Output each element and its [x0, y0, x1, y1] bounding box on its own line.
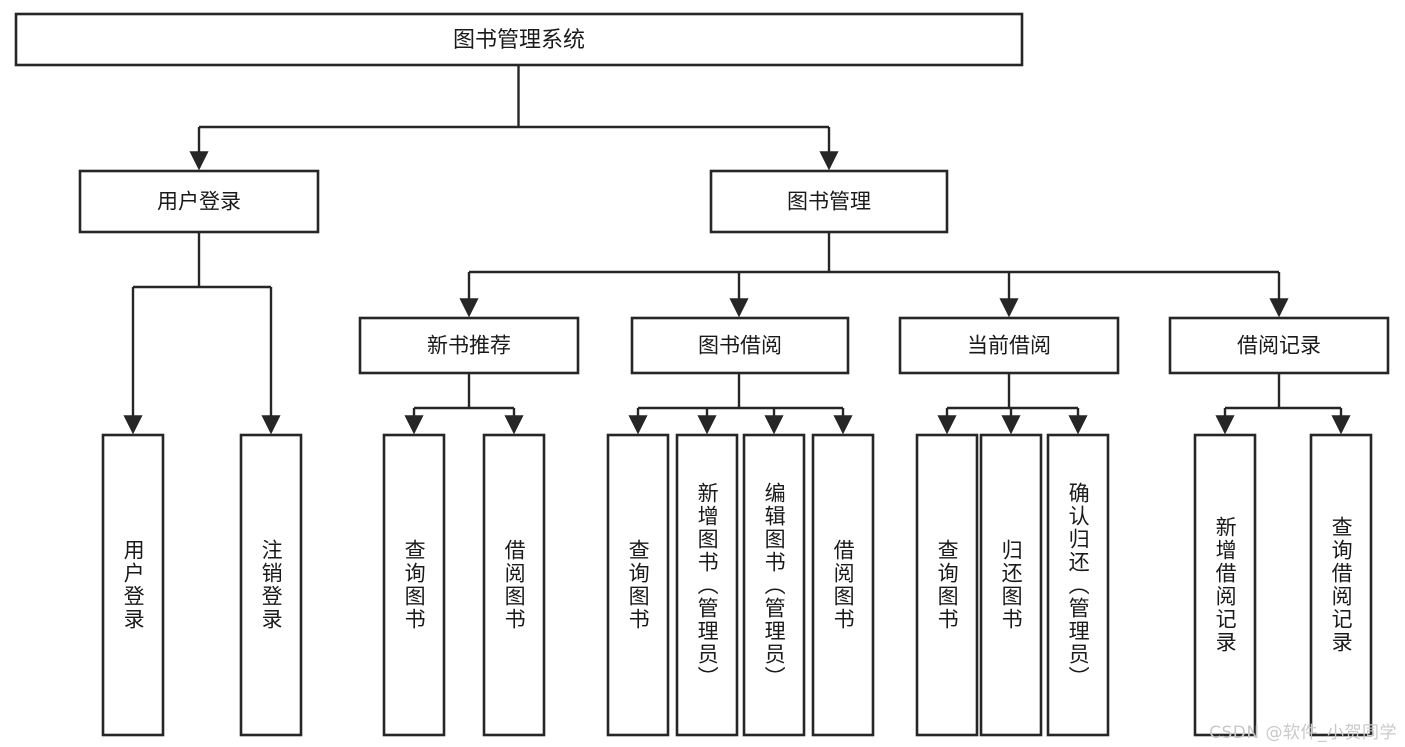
connector-group-current-borrow — [937, 373, 1088, 435]
connector-group-root — [189, 65, 839, 171]
node-user-login-box[interactable] — [78, 169, 320, 234]
node-leaf-borrow-record-0-box[interactable] — [1193, 433, 1257, 737]
node-borrow-record-box[interactable] — [1168, 316, 1390, 375]
node-root-label: 图书管理系统 — [453, 28, 585, 53]
node-leaf-current-borrow-1-box[interactable] — [979, 433, 1043, 737]
node-leaf-new-book-1-box[interactable] — [482, 433, 546, 737]
connector-group-user-login — [123, 232, 281, 435]
node-leaf-current-borrow-0-box[interactable] — [915, 433, 979, 737]
node-borrow-record-label: 借阅记录 — [1237, 334, 1321, 358]
node-book-manage-label: 图书管理 — [787, 190, 871, 214]
node-leaf-new-book-0-box[interactable] — [382, 433, 446, 737]
node-new-book-box[interactable] — [358, 316, 580, 375]
node-leaf-user-login-1-box[interactable] — [239, 433, 303, 737]
node-leaf-book-borrow-3-box[interactable] — [811, 433, 875, 737]
node-current-borrow-box[interactable] — [898, 316, 1120, 375]
node-leaf-user-login-0-box[interactable] — [101, 433, 165, 737]
node-leaf-book-borrow-2-box[interactable] — [742, 433, 806, 737]
node-current-borrow-label: 当前借阅 — [967, 334, 1051, 358]
node-leaf-current-borrow-2-box[interactable] — [1046, 433, 1110, 737]
node-leaf-borrow-record-1-box[interactable] — [1309, 433, 1373, 737]
connector-group-book-borrow — [628, 373, 853, 435]
node-book-borrow-label: 图书借阅 — [698, 334, 782, 358]
node-leaf-book-borrow-1-box[interactable] — [675, 433, 739, 737]
node-root-box[interactable] — [14, 12, 1024, 67]
csdn-watermark: CSDN @软件_小贺同学 — [1209, 723, 1397, 743]
node-book-manage-box[interactable] — [709, 169, 949, 234]
connector-group-book-manage — [459, 232, 1289, 318]
node-user-login-label: 用户登录 — [157, 190, 241, 214]
node-book-borrow-box[interactable] — [630, 316, 850, 375]
connector-group-borrow-record — [1215, 373, 1351, 435]
node-leaf-book-borrow-0-box[interactable] — [606, 433, 670, 737]
connector-group-new-book — [404, 373, 524, 435]
node-new-book-label: 新书推荐 — [427, 334, 511, 358]
